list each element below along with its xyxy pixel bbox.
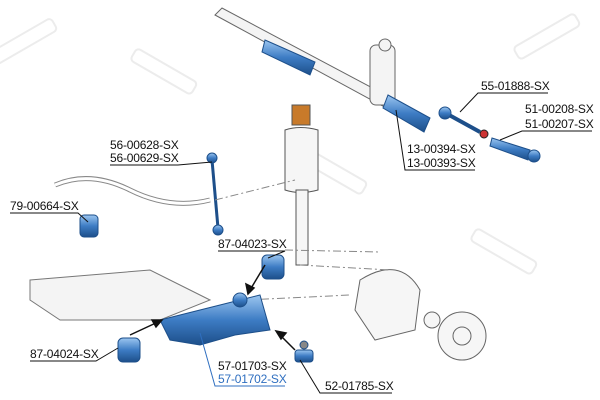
part-label-boot-2[interactable]: 13-00393-SX [407,156,476,170]
part-label-control-arm-1[interactable]: 57-01703-SX [218,359,287,373]
strut [284,104,319,266]
stabilizer-bushing [79,214,99,238]
part-label-stabilizer-link-2[interactable]: 56-00629-SX [110,151,179,165]
rack-boot-right [382,94,431,133]
leader-lines [10,92,592,394]
arm-bushing-front [117,337,141,363]
part-label-stabilizer-bushing[interactable]: 79-00664-SX [10,199,79,213]
watermark [0,13,581,275]
part-label-arm-bushing-front[interactable]: 87-04024-SX [30,347,99,361]
part-label-tie-rod-end-2[interactable]: 51-00207-SX [525,117,594,131]
part-label-arm-bushing-rear[interactable]: 87-04023-SX [218,237,287,251]
arm-bushing-rear [261,254,285,280]
part-label-stabilizer-link-1[interactable]: 56-00628-SX [110,138,179,152]
part-label-tie-rod-end-1[interactable]: 51-00208-SX [525,102,594,116]
part-label-tie-rod[interactable]: 55-01888-SX [481,79,550,93]
tie-rod-end [489,137,541,163]
rack-boot-left [261,39,316,76]
subframe [29,269,212,321]
stabilizer-link [206,152,224,236]
part-label-ball-joint[interactable]: 52-01785-SX [325,379,394,393]
part-label-boot-1[interactable]: 13-00394-SX [407,142,476,156]
part-label-control-arm-2[interactable]: 57-01702-SX [218,372,287,386]
steering-knuckle [354,269,487,361]
ball-joint [294,340,314,363]
